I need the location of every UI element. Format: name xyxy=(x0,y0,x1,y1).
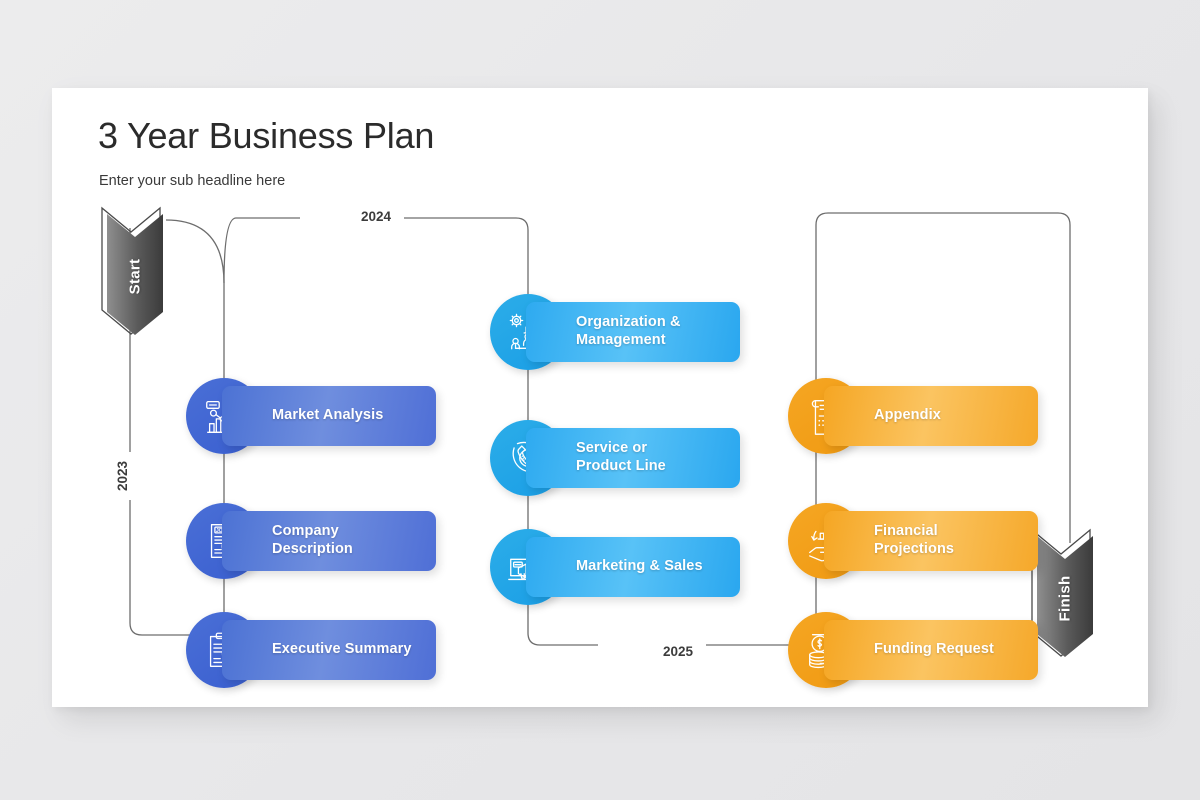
timeline-item-label: Organization & Management xyxy=(576,314,681,348)
presentation-slide: 3 Year Business Plan Enter your sub head… xyxy=(52,88,1148,707)
start-marker-label: Start xyxy=(126,258,144,294)
timeline-item-label: Financial Projections xyxy=(874,523,955,557)
finish-marker-label-wrap: Finish xyxy=(1037,536,1093,660)
year-label-2023: 2023 xyxy=(114,451,132,500)
timeline-item-label: Company Description xyxy=(272,523,353,557)
timeline-chip[interactable]: Financial Projections xyxy=(824,511,1038,571)
timeline-item-label: Service or Product Line xyxy=(576,440,666,474)
timeline-chip[interactable]: Appendix xyxy=(824,386,1038,446)
page-subtitle: Enter your sub headline here xyxy=(99,173,286,189)
start-marker-label-wrap: Start xyxy=(107,214,163,338)
timeline-chip[interactable]: Company Description xyxy=(222,511,436,571)
timeline-item-label: Market Analysis xyxy=(272,407,384,424)
connector-center-vertical xyxy=(527,292,598,646)
connector-2024-top-right xyxy=(404,217,529,292)
timeline-chip[interactable]: Marketing & Sales xyxy=(526,537,740,597)
connector-2024-top-left xyxy=(223,217,300,284)
year-label-2025: 2025 xyxy=(654,645,703,659)
year-label-2024: 2024 xyxy=(352,210,401,224)
timeline-item-label: Marketing & Sales xyxy=(576,558,703,575)
finish-marker-label: Finish xyxy=(1056,575,1074,621)
timeline-item-label: Executive Summary xyxy=(272,641,412,658)
timeline-chip[interactable]: Organization & Management xyxy=(526,302,740,362)
page-title: 3 Year Business Plan xyxy=(98,115,435,156)
connector-start-stub xyxy=(165,219,225,284)
timeline-chip[interactable]: Executive Summary xyxy=(222,620,436,680)
timeline-chip[interactable]: Service or Product Line xyxy=(526,428,740,488)
timeline-chip[interactable]: Market Analysis xyxy=(222,386,436,446)
finish-marker-body xyxy=(1037,536,1093,657)
connector-right-bracket xyxy=(815,212,1071,543)
timeline-chip[interactable]: Funding Request xyxy=(824,620,1038,680)
start-marker: Start xyxy=(100,206,163,338)
svg-text:JOB: JOB xyxy=(216,528,227,534)
finish-marker: Finish xyxy=(1030,528,1093,660)
start-marker-body xyxy=(107,214,163,335)
timeline-item-label: Appendix xyxy=(874,407,941,424)
timeline-item-label: Funding Request xyxy=(874,641,994,658)
